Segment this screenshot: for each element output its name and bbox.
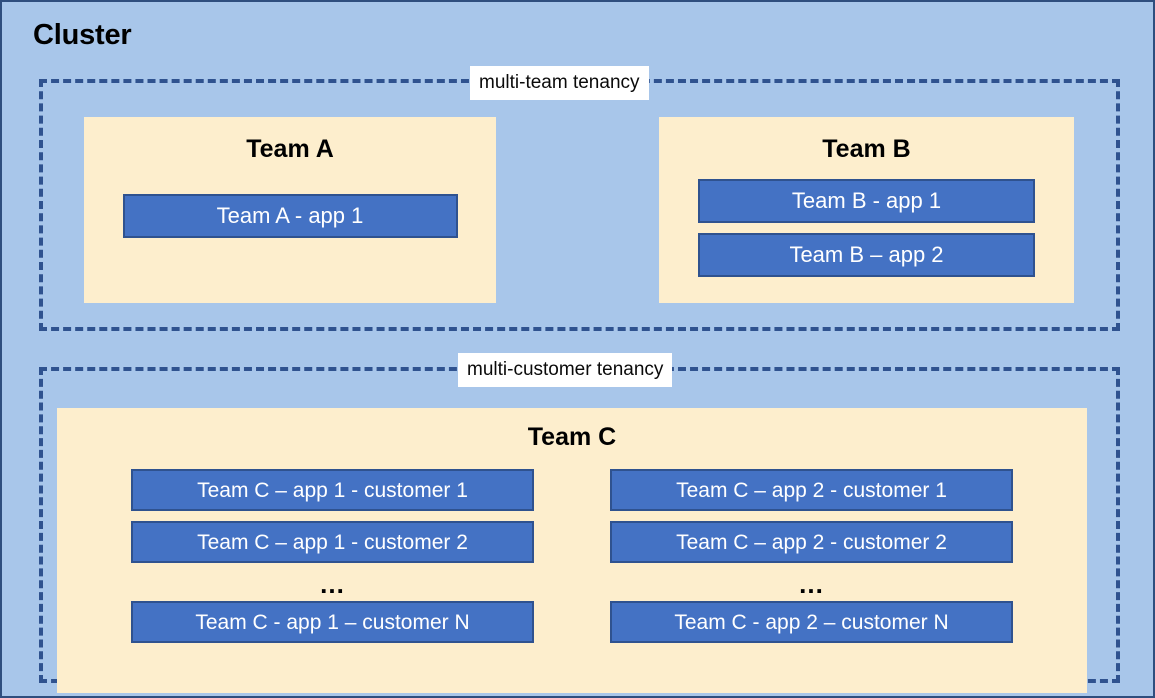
- app-box-team-c-app-1-customer-n[interactable]: Team C - app 1 – customer N: [131, 601, 534, 643]
- team-c-app-2-ellipsis: ...: [799, 569, 824, 599]
- app-box-team-c-app-2-customer-2[interactable]: Team C – app 2 - customer 2: [610, 521, 1013, 563]
- team-panel-team-b: Team B Team B - app 1 Team B – app 2: [659, 117, 1074, 303]
- team-c-app-1-column: Team C – app 1 - customer 1 Team C – app…: [131, 469, 534, 643]
- team-b-title: Team B: [822, 135, 911, 163]
- team-panel-team-a: Team A Team A - app 1: [84, 117, 496, 303]
- app-box-team-b-app-1[interactable]: Team B - app 1: [698, 179, 1035, 223]
- team-c-columns: Team C – app 1 - customer 1 Team C – app…: [57, 469, 1087, 643]
- app-box-team-a-app-1[interactable]: Team A - app 1: [122, 194, 458, 238]
- app-box-team-c-app-2-customer-n[interactable]: Team C - app 2 – customer N: [610, 601, 1013, 643]
- zone-label-multi-customer-tenancy: multi-customer tenancy: [458, 353, 673, 387]
- team-c-app-1-ellipsis: ...: [320, 569, 345, 599]
- app-box-team-c-app-2-customer-1[interactable]: Team C – app 2 - customer 1: [610, 469, 1013, 511]
- team-b-app-list: Team B - app 1 Team B – app 2: [698, 179, 1035, 277]
- team-c-title: Team C: [527, 423, 617, 451]
- app-box-team-c-app-1-customer-2[interactable]: Team C – app 1 - customer 2: [131, 521, 534, 563]
- team-a-app-list: Team A - app 1: [122, 194, 458, 238]
- app-box-team-c-app-1-customer-1[interactable]: Team C – app 1 - customer 1: [131, 469, 534, 511]
- cluster-title: Cluster: [33, 19, 132, 51]
- team-panel-team-c: Team C Team C – app 1 - customer 1 Team …: [57, 408, 1087, 693]
- zone-label-multi-team-tenancy: multi-team tenancy: [470, 66, 649, 100]
- app-box-team-b-app-2[interactable]: Team B – app 2: [698, 233, 1035, 277]
- team-c-app-2-column: Team C – app 2 - customer 1 Team C – app…: [610, 469, 1013, 643]
- team-a-title: Team A: [246, 135, 334, 163]
